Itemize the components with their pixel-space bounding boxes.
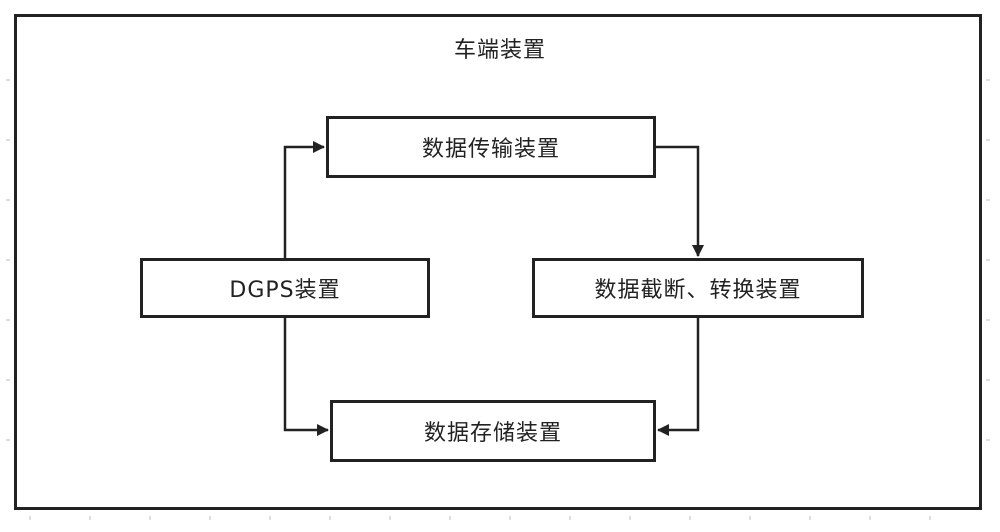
ruler-ticks <box>0 0 1000 532</box>
